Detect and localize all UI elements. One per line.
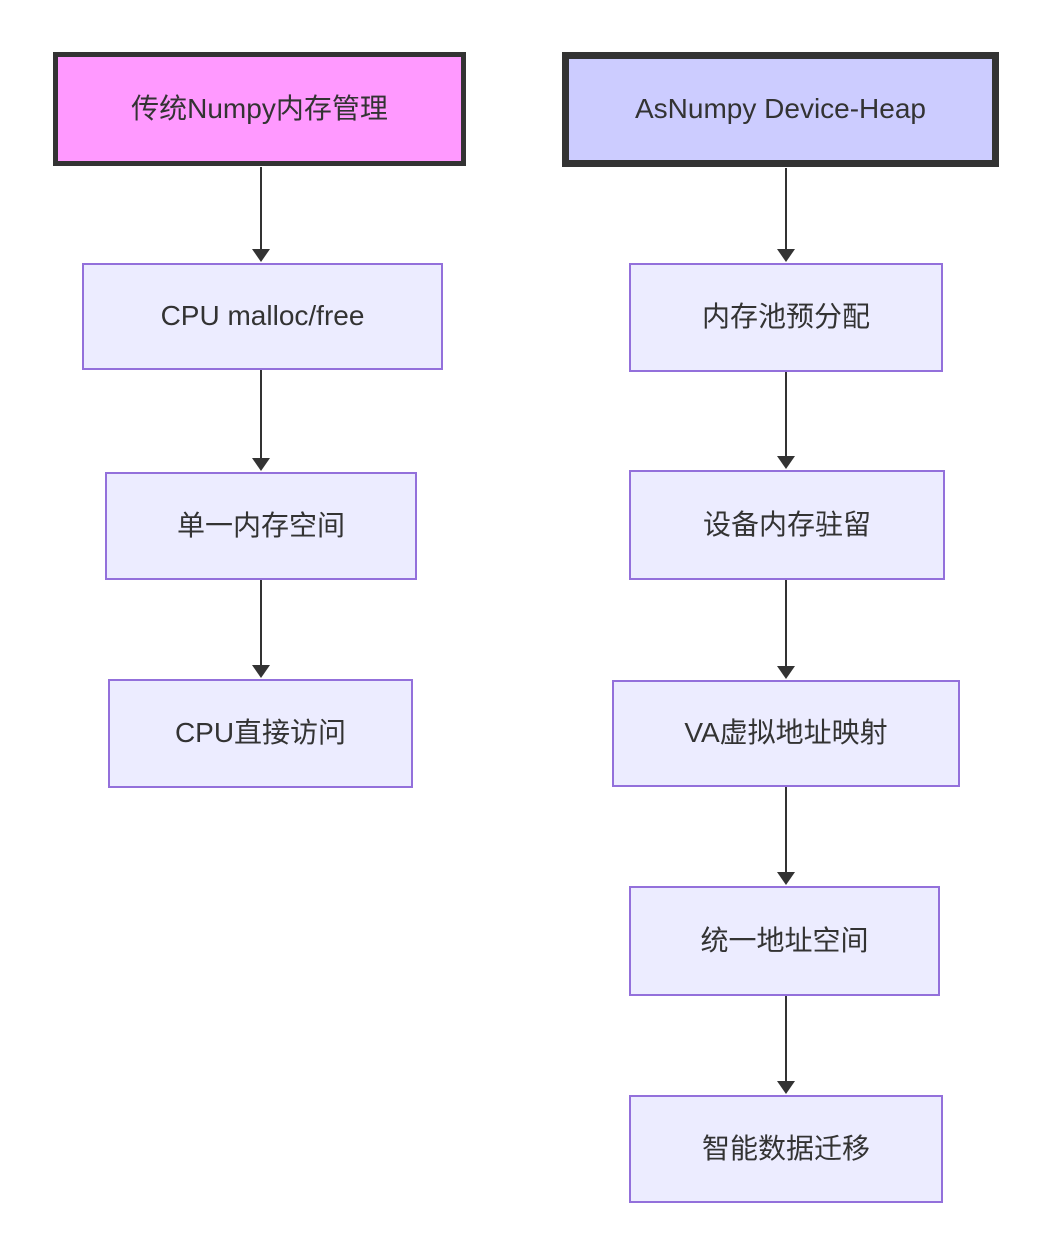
arrowhead-icon xyxy=(777,1081,795,1094)
arrow-line xyxy=(784,168,788,251)
arrowhead-icon xyxy=(252,249,270,262)
flow-node-asnumpy-device-heap-header: AsNumpy Device-Heap xyxy=(562,52,999,167)
flow-node-device-memory-resident: 设备内存驻留 xyxy=(629,470,945,580)
flow-node-cpu-direct-access: CPU直接访问 xyxy=(108,679,413,788)
flow-node-label: 单一内存空间 xyxy=(176,509,345,541)
flow-node-label: 统一地址空间 xyxy=(700,924,869,956)
flow-node-label: AsNumpy Device-Heap xyxy=(635,93,926,125)
arrow-down xyxy=(777,787,795,885)
flow-node-label: 智能数据迁移 xyxy=(701,1132,870,1164)
arrow-line xyxy=(259,580,263,667)
arrow-line xyxy=(784,580,788,668)
arrow-line xyxy=(784,996,788,1083)
arrow-down xyxy=(777,168,795,262)
flow-node-memory-pool-prealloc: 内存池预分配 xyxy=(629,263,943,372)
arrow-line xyxy=(784,787,788,874)
arrow-down xyxy=(777,996,795,1094)
flow-node-label: 内存池预分配 xyxy=(701,301,870,333)
arrow-line xyxy=(259,370,263,460)
flow-node-label: 设备内存驻留 xyxy=(702,508,871,540)
flow-node-label: VA虚拟地址映射 xyxy=(684,717,888,749)
arrow-line xyxy=(784,372,788,458)
arrowhead-icon xyxy=(777,666,795,679)
arrowhead-icon xyxy=(777,249,795,262)
flow-node-label: CPU malloc/free xyxy=(160,300,365,332)
flow-node-traditional-numpy-header: 传统Numpy内存管理 xyxy=(53,52,466,166)
arrowhead-icon xyxy=(252,665,270,678)
flow-node-smart-data-migration: 智能数据迁移 xyxy=(629,1095,943,1203)
arrow-down xyxy=(777,372,795,469)
arrow-line xyxy=(259,167,263,251)
flow-node-label: 传统Numpy内存管理 xyxy=(131,92,388,124)
arrow-down xyxy=(252,580,270,678)
flow-node-label: CPU直接访问 xyxy=(174,717,347,749)
flow-node-cpu-malloc-free: CPU malloc/free xyxy=(82,263,443,370)
arrowhead-icon xyxy=(252,458,270,471)
flow-node-unified-address-space: 统一地址空间 xyxy=(629,886,940,996)
arrow-down xyxy=(252,370,270,471)
arrowhead-icon xyxy=(777,456,795,469)
flow-node-va-virtual-address-mapping: VA虚拟地址映射 xyxy=(612,680,960,787)
arrowhead-icon xyxy=(777,872,795,885)
arrow-down xyxy=(252,167,270,262)
arrow-down xyxy=(777,580,795,679)
flow-node-single-memory-space: 单一内存空间 xyxy=(105,472,417,580)
